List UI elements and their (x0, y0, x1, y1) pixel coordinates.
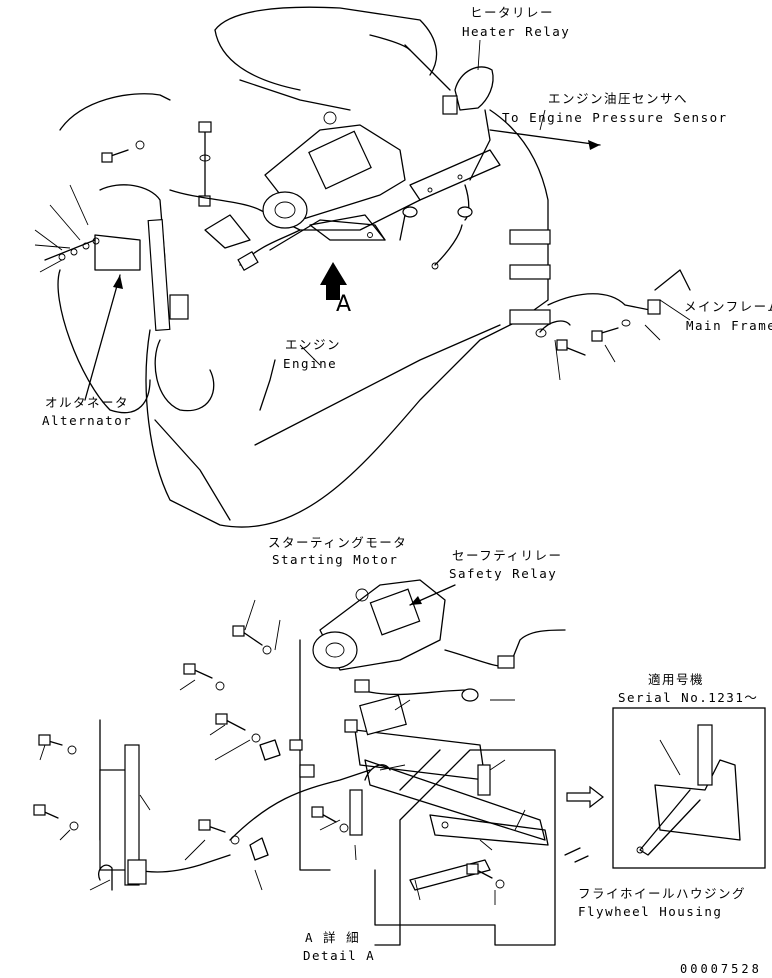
view-a-label: A (336, 292, 352, 317)
main-frame-label-jp: メインフレーム (684, 299, 772, 314)
heater-relay-label-jp: ヒータリレー (470, 5, 555, 20)
detail-a-label-en: Detail A (303, 948, 376, 963)
pressure-sensor-label-en: To Engine Pressure Sensor (502, 110, 728, 125)
detail-a-label-jp: A 詳 細 (305, 930, 361, 945)
drawing-code: 00007528 (680, 962, 762, 976)
alternator-label-jp: オルタネータ (45, 395, 130, 410)
serial-arrow (566, 785, 604, 809)
serial-inset (612, 707, 766, 869)
heater-relay-label-en: Heater Relay (462, 24, 571, 39)
alternator-label-en: Alternator (42, 413, 133, 428)
safety-relay-label-jp: セーフティリレー (452, 548, 563, 563)
starting-motor-lower (312, 579, 446, 671)
flywheel-housing-label-jp: フライホイールハウジング (578, 886, 747, 901)
serial-label-en: Serial No.1231～ (618, 690, 759, 705)
starting-motor-label-en: Starting Motor (272, 552, 399, 567)
bolt-set-lower (33, 625, 505, 889)
bolt-set-right (535, 319, 661, 381)
engine-label-jp: エンジン (285, 337, 342, 352)
engine-assembly (34, 6, 691, 528)
detail-a-assembly (33, 579, 604, 946)
pressure-sensor-label-jp: エンジン油圧センサへ (548, 91, 689, 106)
view-a-arrow (320, 262, 347, 300)
serial-label-jp: 適用号機 (648, 672, 705, 687)
bolt-set-left (34, 140, 145, 273)
main-frame-label-en: Main Frame (686, 318, 772, 333)
safety-relay-label-en: Safety Relay (449, 566, 558, 581)
heater-relay (369, 34, 494, 115)
flywheel-housing-label-en: Flywheel Housing (578, 904, 723, 919)
starting-motor-upper (262, 111, 406, 251)
starting-motor-label-jp: スターティングモータ (268, 535, 408, 550)
engine-label-en: Engine (283, 356, 338, 371)
